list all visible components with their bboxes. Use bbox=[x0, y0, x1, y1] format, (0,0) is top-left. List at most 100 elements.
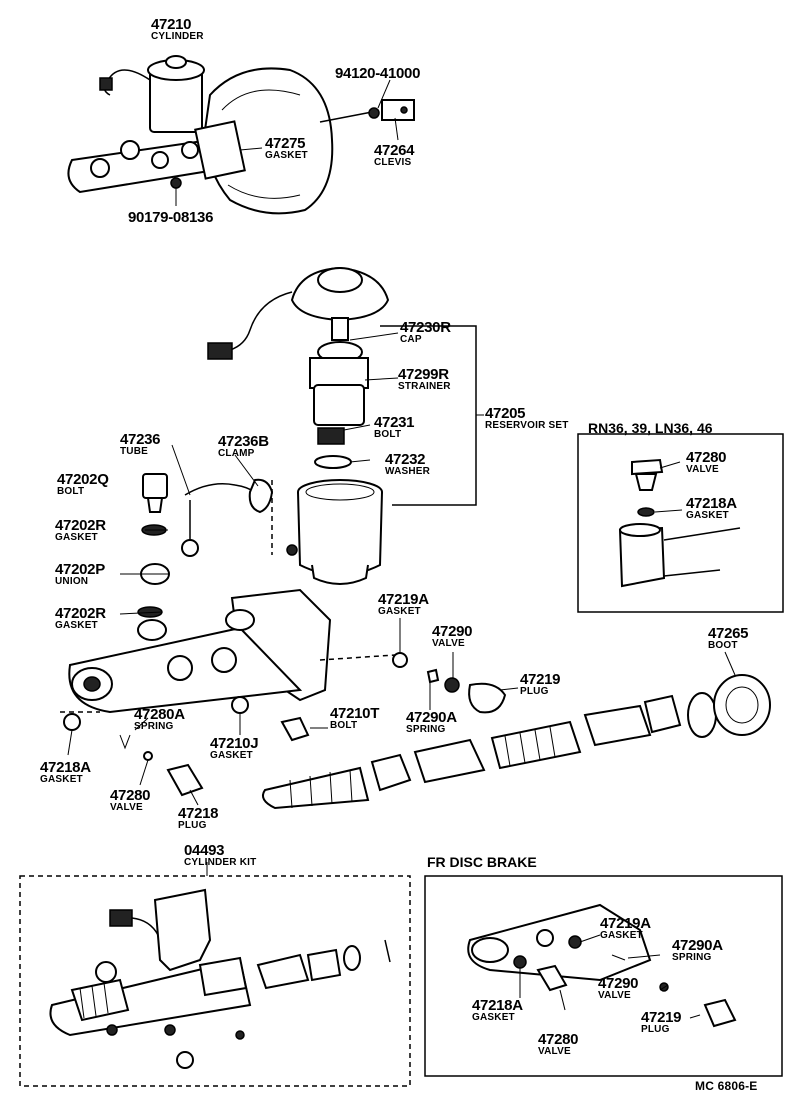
part-name: CYLINDER bbox=[151, 31, 204, 42]
label-47210T: 47210T BOLT bbox=[330, 706, 379, 731]
part-number: 47210J bbox=[210, 735, 259, 752]
part-name: CLAMP bbox=[218, 448, 255, 459]
part-number: 47236 bbox=[120, 431, 161, 448]
part-name: SPRING bbox=[406, 724, 446, 735]
label-47205: 47205 RESERVOIR SET bbox=[485, 406, 569, 431]
fr-label-47218A: 47218A GASKET bbox=[472, 998, 523, 1023]
label-47210: 47210 CYLINDER bbox=[151, 17, 204, 42]
leader-lines bbox=[67, 79, 736, 1019]
part-number: 47210 bbox=[151, 16, 192, 33]
part-name: VALVE bbox=[110, 802, 143, 813]
label-47218: 47218 PLUG bbox=[178, 805, 219, 831]
part-number: 47218A bbox=[40, 759, 91, 776]
part-name: GASKET bbox=[378, 606, 421, 617]
fr-disc-brake-title-text: FR DISC BRAKE bbox=[427, 854, 537, 870]
label-47219: 47219 PLUG bbox=[520, 671, 561, 697]
label-04493: 04493 CYLINDER KIT bbox=[184, 843, 256, 868]
part-number: 47205 bbox=[485, 405, 526, 422]
inset-title-text: RN36, 39, LN36, 46 bbox=[588, 420, 713, 436]
part-number: 04493 bbox=[184, 842, 225, 859]
label-47275: 47275 GASKET bbox=[265, 136, 308, 161]
label-47232: 47232 WASHER bbox=[385, 452, 430, 477]
part-name: VALVE bbox=[598, 990, 631, 1001]
fr-disc-brake-title: FR DISC BRAKE bbox=[427, 855, 537, 869]
part-number: 47264 bbox=[374, 142, 415, 159]
label-47280A: 47280A SPRING bbox=[134, 707, 185, 732]
part-name: VALVE bbox=[686, 464, 719, 475]
label-47202R-bottom: 47202R GASKET bbox=[55, 606, 106, 631]
part-name: GASKET bbox=[686, 510, 729, 521]
fr-disc-brake-drawing bbox=[424, 875, 783, 1077]
part-number: 47290 bbox=[432, 623, 473, 640]
inset-label-47218A: 47218A GASKET bbox=[686, 496, 737, 521]
part-name: STRAINER bbox=[398, 381, 451, 392]
part-name: UNION bbox=[55, 576, 89, 587]
part-name: BOLT bbox=[57, 486, 85, 497]
small-parts-drawing bbox=[63, 652, 507, 797]
part-name: VALVE bbox=[538, 1046, 571, 1057]
fr-label-47280: 47280 VALVE bbox=[538, 1032, 579, 1057]
label-47219A: 47219A GASKET bbox=[378, 592, 429, 617]
reservoir-set-drawing bbox=[207, 266, 484, 585]
part-name: GASKET bbox=[265, 150, 308, 161]
label-47202R-top: 47202R GASKET bbox=[55, 518, 106, 543]
part-number: 47280A bbox=[134, 706, 185, 723]
part-number: 47202R bbox=[55, 517, 106, 534]
part-number: 47290 bbox=[598, 975, 639, 992]
fr-label-47290A: 47290A SPRING bbox=[672, 938, 723, 963]
label-47265: 47265 BOOT bbox=[708, 625, 749, 651]
part-number: 47280 bbox=[110, 787, 151, 804]
cylinder-kit-drawing bbox=[19, 862, 411, 1087]
part-name: SPRING bbox=[672, 952, 712, 963]
label-47231: 47231 BOLT bbox=[374, 415, 415, 440]
catalog-code-text: MC 6806-E bbox=[695, 1079, 758, 1093]
part-name: BOOT bbox=[708, 640, 738, 651]
part-name: CYLINDER KIT bbox=[184, 857, 257, 868]
part-number: 47280 bbox=[686, 449, 727, 466]
part-number: 47232 bbox=[385, 451, 426, 468]
part-number: 47202R bbox=[55, 605, 106, 622]
part-number: 47218A bbox=[472, 997, 523, 1014]
part-number: 90179-08136 bbox=[128, 209, 214, 226]
label-47202Q: 47202Q BOLT bbox=[57, 472, 109, 497]
part-name: GASKET bbox=[55, 532, 98, 543]
label-90179-08136: 90179-08136 bbox=[128, 210, 213, 225]
label-47230R: 47230R CAP bbox=[400, 320, 451, 345]
part-number: 47290A bbox=[406, 709, 457, 726]
piston-assembly-drawing bbox=[262, 674, 771, 810]
part-name: BOLT bbox=[330, 720, 358, 731]
part-number: 47290A bbox=[672, 937, 723, 954]
part-name: GASKET bbox=[55, 620, 98, 631]
label-94120-41000: 94120-41000 bbox=[335, 66, 420, 81]
part-number: 47236B bbox=[218, 433, 269, 450]
part-number: 47275 bbox=[265, 135, 306, 152]
part-name: TUBE bbox=[120, 446, 149, 457]
inset-label-47280: 47280 VALVE bbox=[686, 449, 727, 475]
label-47202P: 47202P UNION bbox=[55, 562, 105, 587]
catalog-code: MC 6806-E bbox=[695, 1080, 758, 1092]
part-name: GASKET bbox=[472, 1012, 515, 1023]
label-47236B: 47236B CLAMP bbox=[218, 434, 269, 459]
part-name: WASHER bbox=[385, 466, 431, 477]
label-47299R: 47299R STRAINER bbox=[398, 367, 451, 392]
part-number: 47265 bbox=[708, 625, 749, 642]
part-name: PLUG bbox=[641, 1024, 670, 1035]
label-47280: 47280 VALVE bbox=[110, 787, 151, 813]
label-47290A: 47290A SPRING bbox=[406, 710, 457, 735]
brake-booster-drawing bbox=[203, 67, 415, 215]
part-name: GASKET bbox=[600, 930, 643, 941]
label-47290: 47290 VALVE bbox=[432, 623, 473, 649]
inset-rn36-drawing bbox=[577, 433, 784, 613]
part-name: RESERVOIR SET bbox=[485, 420, 569, 431]
part-number: 94120-41000 bbox=[335, 65, 421, 82]
fr-label-47290: 47290 VALVE bbox=[598, 975, 639, 1001]
part-number: 47219 bbox=[641, 1009, 682, 1026]
part-number: 47299R bbox=[398, 366, 449, 383]
label-47218A: 47218A GASKET bbox=[40, 760, 91, 785]
part-number: 47202Q bbox=[57, 471, 109, 488]
part-name: PLUG bbox=[178, 820, 207, 831]
part-number: 47219 bbox=[520, 671, 561, 688]
part-number: 47218 bbox=[178, 805, 219, 822]
